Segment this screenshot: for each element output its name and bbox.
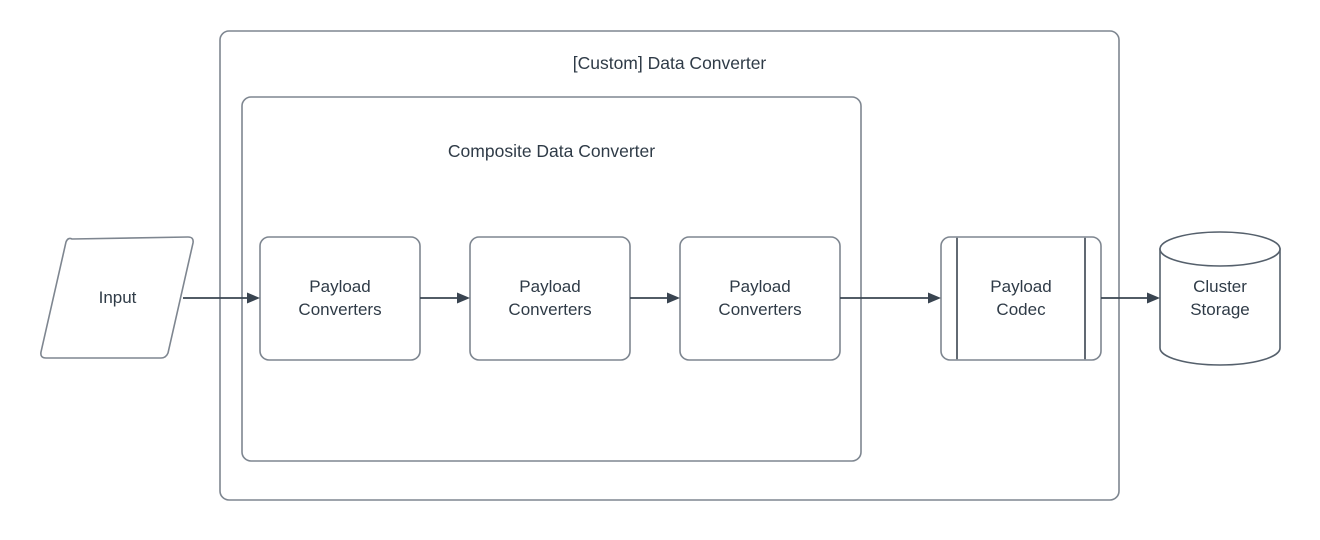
node-payload-converters-3-shape[interactable] — [679, 236, 841, 361]
edge-payload-converters-3-to-payload-codec-arrowhead — [928, 292, 941, 304]
node-cluster-storage-body[interactable] — [1159, 248, 1281, 366]
edge-input-to-payload-converters-1-arrowhead — [247, 292, 260, 304]
edge-payload-converters-2-to-3-arrowhead — [667, 292, 680, 304]
node-payload-converters-2-shape[interactable] — [469, 236, 631, 361]
node-cluster-storage-top — [1159, 231, 1281, 267]
node-payload-codec-shape[interactable] — [940, 236, 1102, 361]
edge-payload-converters-1-to-2-arrowhead — [457, 292, 470, 304]
node-payload-converters-1-shape[interactable] — [259, 236, 421, 361]
node-input-shape[interactable] — [40, 236, 194, 359]
edge-payload-codec-to-cluster-storage-arrowhead — [1147, 292, 1160, 304]
